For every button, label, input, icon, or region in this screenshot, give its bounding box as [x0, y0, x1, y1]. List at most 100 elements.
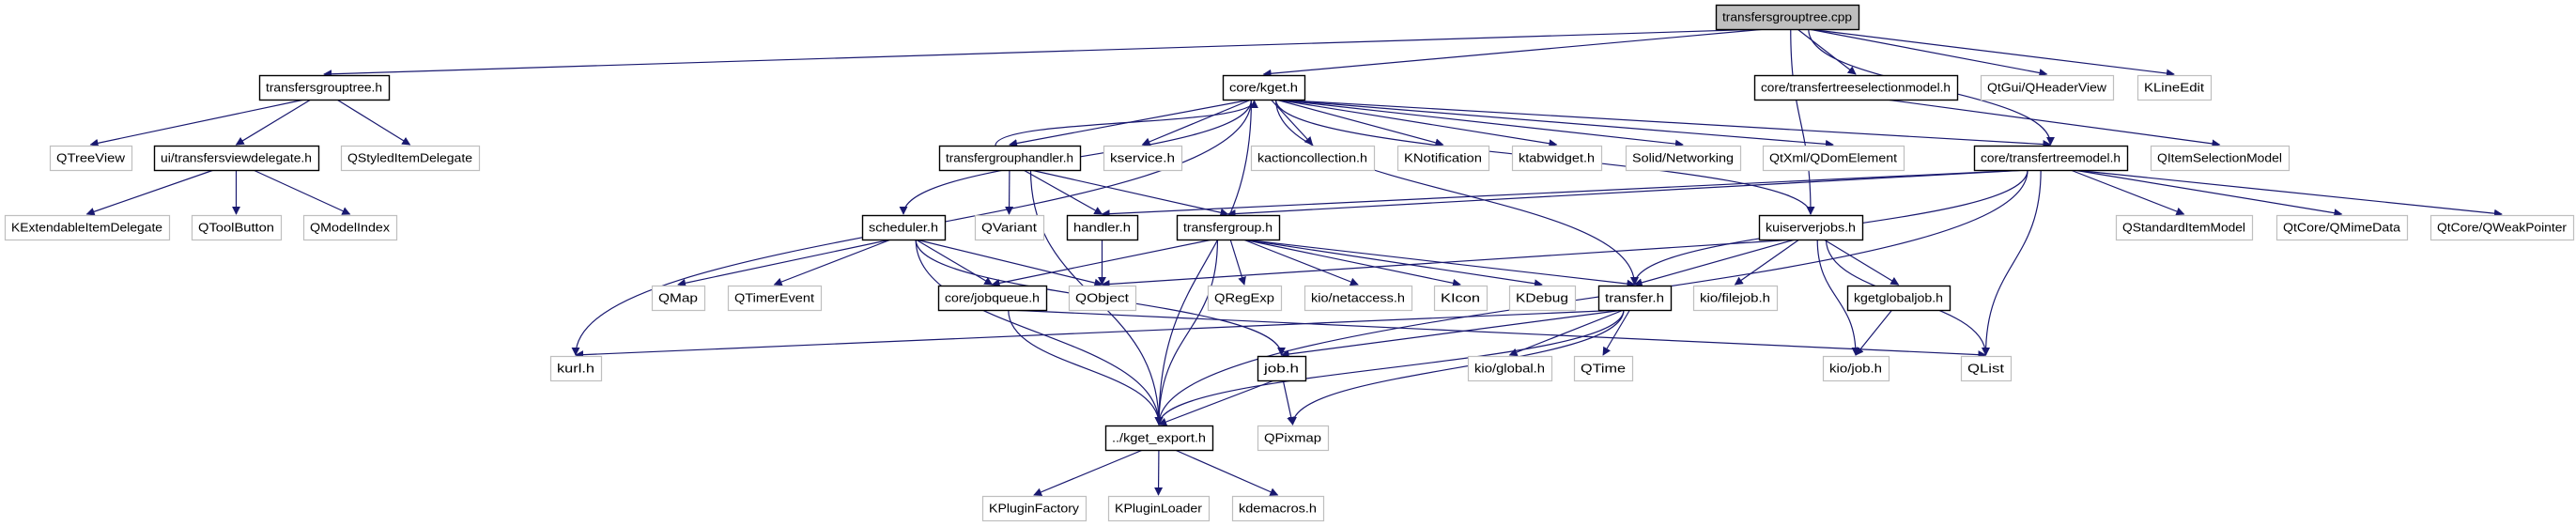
- edge-scheduler-to-export: [915, 239, 1164, 425]
- edge-kget-to-qdom: [1275, 99, 1834, 148]
- node-qsim: QStandardItemModel: [2115, 214, 2254, 241]
- node-solid: Solid/Networking: [1625, 145, 1742, 172]
- node-box: [1231, 495, 1325, 522]
- node-ttm[interactable]: core/transfertreemodel.h: [1973, 145, 2129, 172]
- node-qstyled: QStyledItemDelegate: [340, 145, 481, 172]
- edge-scheduler-to-qmap: [677, 239, 891, 287]
- node-transfer[interactable]: transfer.h: [1597, 285, 1673, 312]
- node-label: transfersgrouptree.h: [266, 82, 382, 95]
- edge-cpp-to-kget: [1262, 28, 1766, 78]
- node-label: kio/netaccess.h: [1311, 292, 1405, 305]
- node-tsel[interactable]: core/transfertreeselectionmodel.h: [1753, 74, 1959, 101]
- node-box: [258, 74, 391, 101]
- node-tgroup[interactable]: transfergroup.h: [1176, 214, 1281, 241]
- node-label: KPluginLoader: [1115, 503, 1202, 516]
- node-box: [302, 214, 398, 241]
- edge-transfer-to-export: [1154, 309, 1625, 425]
- edge-kget-to-export: [1154, 99, 1253, 425]
- node-handler[interactable]: handler.h: [1066, 214, 1139, 241]
- node-box: [1068, 285, 1137, 312]
- edge-export-to-kdemacros: [1174, 449, 1279, 496]
- node-box: [1762, 145, 1905, 172]
- node-label: kio/job.h: [1829, 363, 1882, 376]
- node-scheduler[interactable]: scheduler.h: [861, 214, 947, 241]
- edge-jobqueue-to-qlist: [1008, 309, 1987, 360]
- node-label: job.h: [1263, 363, 1299, 376]
- node-tgh[interactable]: transfergrouphandler.h: [938, 145, 1082, 172]
- node-box: [1973, 145, 2129, 172]
- node-box: [4, 214, 171, 241]
- node-job[interactable]: job.h: [1257, 355, 1307, 382]
- node-label: QStandardItemModel: [2122, 222, 2245, 235]
- node-box: [1303, 285, 1413, 312]
- edge-transfer-to-job: [1280, 309, 1625, 359]
- node-box: [1467, 355, 1553, 382]
- node-kicon: KIcon: [1433, 285, 1489, 312]
- node-box: [1257, 355, 1307, 382]
- node-qmodelindex: QModelIndex: [302, 214, 398, 241]
- edge-kggj-to-kiojob: [1855, 309, 1893, 356]
- node-box: [1511, 145, 1603, 172]
- edge-scheduler-to-qobject: [916, 239, 1103, 287]
- node-box: [937, 285, 1048, 312]
- node-qtoolbutton: QToolButton: [191, 214, 283, 241]
- node-kaction: kactioncollection.h: [1250, 145, 1376, 172]
- edge-job-to-qpixmap: [1282, 379, 1296, 425]
- edge-tgroup-to-qregexp: [1229, 239, 1246, 286]
- node-box: [49, 145, 133, 172]
- node-kuis[interactable]: kuiserverjobs.h: [1758, 214, 1864, 241]
- node-knotif: KNotification: [1396, 145, 1490, 172]
- edge-kuis-to-kiojob: [1816, 239, 1860, 356]
- edge-kget-to-ktab: [1275, 99, 1558, 148]
- node-kget[interactable]: core/kget.h: [1222, 74, 1306, 101]
- node-kpf: KPluginFactory: [981, 495, 1087, 522]
- edge-tgt_h-to-qstyled: [336, 99, 411, 146]
- node-label: transfer.h: [1605, 292, 1664, 305]
- node-box: [974, 214, 1045, 241]
- node-qtreeview: QTreeView: [49, 145, 133, 172]
- node-label: QObject: [1075, 292, 1130, 305]
- node-export[interactable]: ../kget_export.h: [1104, 425, 1214, 452]
- node-netaccess: kio/netaccess.h: [1303, 285, 1413, 312]
- node-label: transfersgrouptree.cpp: [1722, 11, 1852, 24]
- edge-kget-to-knotif: [1275, 99, 1444, 147]
- edge-cpp-to-tsel: [1797, 28, 1857, 75]
- edge-job-to-export: [1158, 379, 1275, 426]
- node-cpp[interactable]: transfersgrouptree.cpp: [1715, 4, 1860, 31]
- node-label: KPluginFactory: [989, 503, 1080, 516]
- edge-ttm-to-qlist: [1982, 169, 2042, 356]
- node-box: [2150, 145, 2291, 172]
- node-label: core/kget.h: [1229, 82, 1298, 95]
- node-label: core/transfertreeselectionmodel.h: [1761, 82, 1951, 95]
- node-label: QtCore/QWeakPointer: [2437, 222, 2567, 235]
- node-box: [1066, 214, 1139, 241]
- edge-kget-to-ttm: [1275, 99, 2052, 149]
- edge-ttm-to-qweak: [2073, 169, 2503, 218]
- edge-tvd-to-kext: [85, 169, 214, 216]
- node-qdom: QtXml/QDomElement: [1762, 145, 1905, 172]
- node-box: [1846, 285, 1951, 312]
- node-qheader: QtGui/QHeaderView: [1980, 74, 2115, 101]
- node-box: [1508, 285, 1577, 312]
- edge-tgt_h-to-tvd: [235, 99, 312, 146]
- node-kurl: kurl.h: [549, 355, 603, 382]
- node-tgt_h[interactable]: transfersgrouptree.h: [258, 74, 391, 101]
- node-box: [1176, 214, 1281, 241]
- node-box: [861, 214, 947, 241]
- node-label: kgetglobaljob.h: [1854, 292, 1943, 305]
- node-box: [1222, 74, 1306, 101]
- node-label: KLineEdit: [2144, 82, 2205, 95]
- node-jobqueue[interactable]: core/jobqueue.h: [937, 285, 1048, 312]
- node-label: QTime: [1581, 363, 1626, 376]
- node-tvd[interactable]: ui/transfersviewdelegate.h: [153, 145, 320, 172]
- node-kggj[interactable]: kgetglobaljob.h: [1846, 285, 1951, 312]
- edge-tgroup-to-jobqueue: [991, 239, 1213, 287]
- node-qobject: QObject: [1068, 285, 1137, 312]
- node-box: [1715, 4, 1860, 31]
- edge-scheduler-to-qtimer: [773, 239, 892, 286]
- edge-tgroup-to-netaccess: [1242, 239, 1359, 286]
- edge-cpp-to-tgt_h: [323, 28, 1766, 79]
- edge-ttm-to-qsim: [2070, 169, 2185, 216]
- node-kioglobal: kio/global.h: [1467, 355, 1553, 382]
- node-kiojob: kio/job.h: [1822, 355, 1890, 382]
